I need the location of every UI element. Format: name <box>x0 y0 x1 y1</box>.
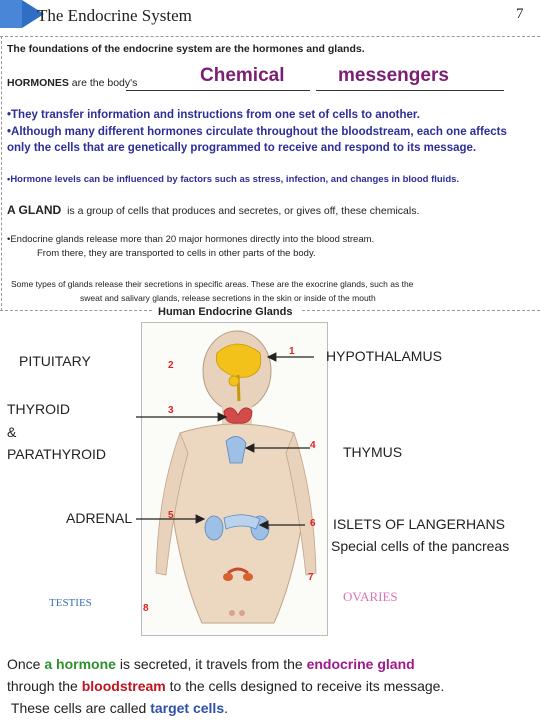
label-ampersand: & <box>7 424 17 440</box>
figure-number-2: 2 <box>168 360 174 371</box>
answer-messengers: messengers <box>338 65 449 86</box>
gland-text: is a group of cells that produces and se… <box>67 205 420 217</box>
footer-target-cells: target cells <box>150 700 225 716</box>
label-adrenal: ADRENAL <box>66 510 133 526</box>
exocrine-line2: sweat and salivary glands, release secre… <box>80 293 376 303</box>
footer-paragraph: Once a hormone is secreted, it travels f… <box>7 653 535 719</box>
answer-blank-2 <box>316 90 504 91</box>
left-dashed-rule <box>1 36 2 311</box>
footer-text-5: These cells are called <box>10 700 151 716</box>
hormones-term: HORMONES <box>7 77 69 89</box>
figure-number-8: 8 <box>143 603 149 614</box>
footer-text-2: is secreted, it travels from the <box>115 656 307 672</box>
answer-blank-1 <box>126 90 310 91</box>
page-title: The Endocrine System <box>37 6 192 25</box>
figure-number-1: 1 <box>289 346 295 357</box>
intro-text: The foundations of the endocrine system … <box>7 43 365 55</box>
answer-chemical: Chemical <box>200 65 285 86</box>
mid-dashed-rule-left <box>0 310 152 311</box>
gland-term: A GLAND <box>7 203 62 217</box>
footer-text-4: to the cells designed to receive its mes… <box>165 678 445 694</box>
footer-endocrine-gland: endocrine gland <box>306 656 415 672</box>
body-diagram <box>141 322 328 636</box>
label-hypothalamus: HYPOTHALAMUS <box>326 348 442 364</box>
top-dashed-rule <box>0 36 540 37</box>
figure-number-5: 5 <box>168 510 174 521</box>
bullet-transfer: •They transfer information and instructi… <box>7 109 420 121</box>
footer-text-3: through the <box>7 678 82 694</box>
hormones-label-rest: are the body's <box>71 77 138 89</box>
label-thymus: THYMUS <box>343 444 403 460</box>
gland-definition: A GLAND is a group of cells that produce… <box>7 203 419 217</box>
header-chevron-icon <box>22 0 44 28</box>
label-pituitary: PITUITARY <box>19 353 91 369</box>
bullet-levels: •Hormone levels can be influenced by fac… <box>7 174 460 185</box>
figure-title: Human Endocrine Glands <box>158 306 293 318</box>
figure-number-7: 7 <box>308 572 314 583</box>
label-parathyroid: PARATHYROID <box>7 446 107 462</box>
mid-dashed-rule-right <box>302 310 540 311</box>
exocrine-line1: Some types of glands release their secre… <box>11 279 414 289</box>
endocrine-bullet-line1: •Endocrine glands release more than 20 m… <box>7 234 375 245</box>
footer-hormone: a hormone <box>44 656 116 672</box>
footer-text-1: Once <box>7 656 45 672</box>
page-number: 7 <box>516 6 524 22</box>
figure-number-3: 3 <box>168 405 174 416</box>
bullet-circulate: •Although many different hormones circul… <box>7 126 507 155</box>
figure-number-4: 4 <box>310 440 316 451</box>
figure-number-6: 6 <box>310 518 316 529</box>
label-islets: ISLETS OF LANGERHANS <box>333 516 505 532</box>
hormones-label: HORMONES are the body's <box>7 76 137 91</box>
label-islets-subtitle: Special cells of the pancreas <box>331 538 510 554</box>
label-testies: TESTIES <box>49 597 92 609</box>
header-accent-bar <box>0 0 22 28</box>
label-ovaries: OVARIES <box>343 589 398 604</box>
label-thyroid: THYROID <box>7 401 70 417</box>
footer-bloodstream: bloodstream <box>81 678 166 694</box>
endocrine-bullet-line2: From there, they are transported to cell… <box>37 248 316 259</box>
footer-text-6: . <box>224 700 229 716</box>
